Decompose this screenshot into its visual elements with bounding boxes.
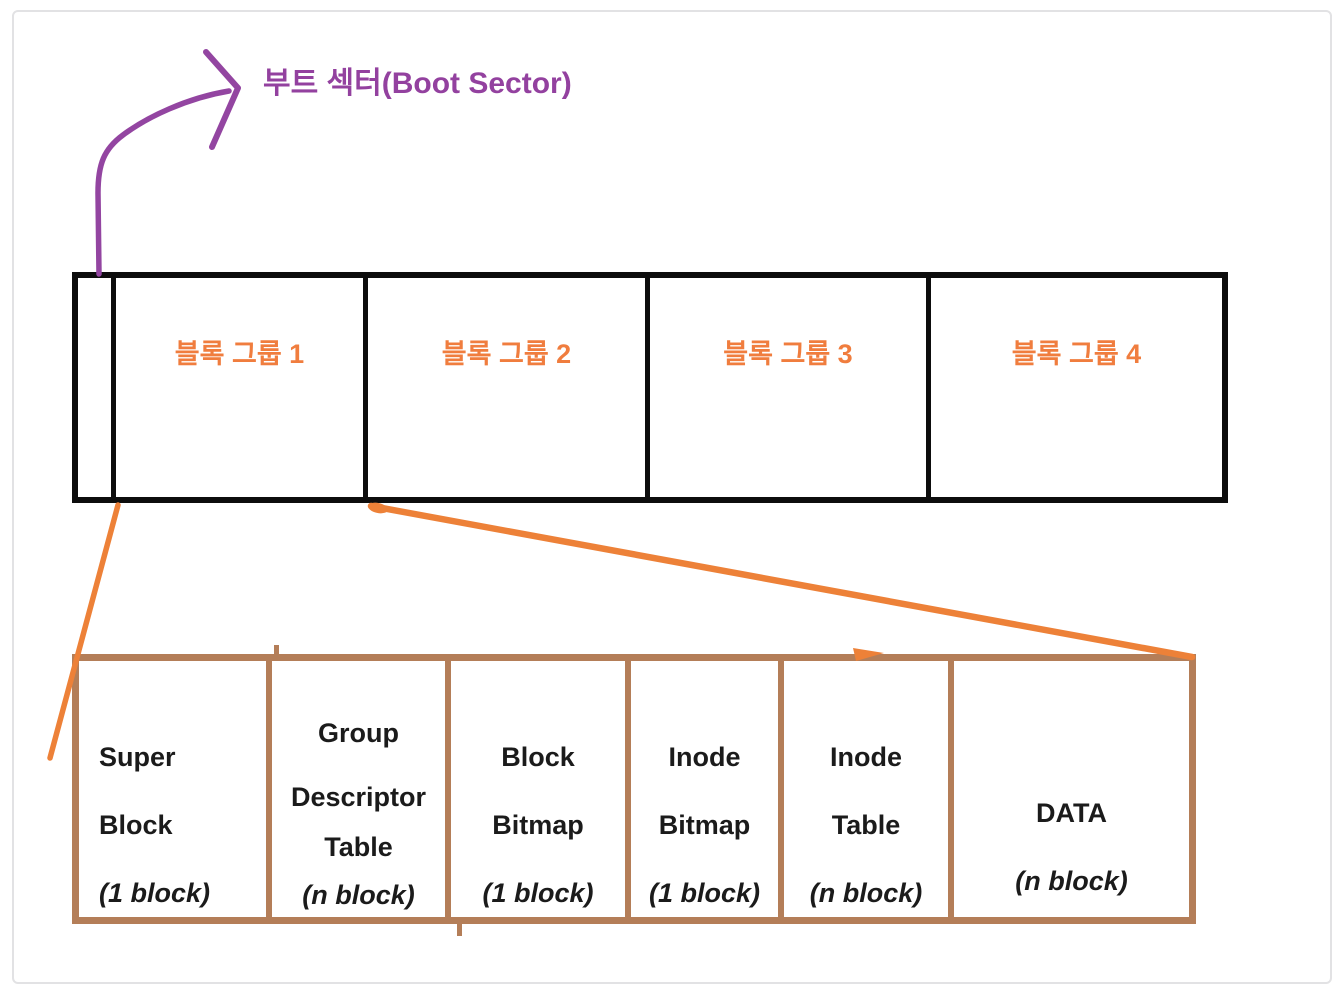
- block-group-4: 블록 그룹 4: [931, 278, 1222, 497]
- detail-cell-inode-table: Inode Table (n block): [784, 661, 954, 917]
- detail-cell-data: DATA (n block): [954, 661, 1189, 917]
- cell-title-line: Table: [324, 832, 393, 862]
- cell-size-label: (1 block): [99, 878, 211, 908]
- cell-title-line: Descriptor: [290, 782, 427, 812]
- cell-title-line: Block: [501, 742, 575, 772]
- cell-size-label: (n block): [809, 878, 923, 908]
- detail-cell-inode-bitmap: Inode Bitmap (1 block): [631, 661, 784, 917]
- cell-size-label: (1 block): [648, 878, 761, 908]
- cell-title-line: Inode: [830, 742, 902, 772]
- block-group-2-label: 블록 그룹 2: [441, 339, 572, 369]
- cell-title-line: Block: [99, 810, 173, 840]
- block-group-detail-table: Super Block (1 block) Group Descriptor T…: [72, 654, 1196, 924]
- block-group-4-label: 블록 그룹 4: [1011, 339, 1142, 369]
- border-overshoot-tick: [274, 645, 279, 657]
- cell-title-line: Super: [99, 742, 176, 772]
- cell-title-line: Group: [318, 718, 399, 748]
- detail-cell-block-bitmap: Block Bitmap (1 block): [451, 661, 631, 917]
- disk-layout: 블록 그룹 1 블록 그룹 2 블록 그룹 3 블록 그룹 4: [72, 272, 1228, 503]
- block-group-2: 블록 그룹 2: [368, 278, 650, 497]
- cell-size-label: (n block): [302, 880, 415, 910]
- cell-size-label: (1 block): [482, 878, 594, 908]
- boot-sector-label: 부트 섹터(Boot Sector): [263, 67, 572, 100]
- cell-size-label: (n block): [1015, 866, 1128, 896]
- block-group-1-label: 블록 그룹 1: [174, 339, 305, 369]
- block-group-3: 블록 그룹 3: [650, 278, 931, 497]
- cell-title-line: Bitmap: [492, 810, 584, 840]
- detail-cell-group-descriptor-table: Group Descriptor Table (n block): [272, 661, 451, 917]
- cell-title-line: DATA: [1036, 798, 1107, 828]
- block-group-1: 블록 그룹 1: [116, 278, 368, 497]
- detail-cell-super-block: Super Block (1 block): [79, 661, 272, 917]
- cell-title-line: Table: [831, 810, 901, 840]
- block-group-3-label: 블록 그룹 3: [723, 339, 853, 369]
- cell-title-line: Inode: [668, 742, 741, 772]
- border-overshoot-tick: [457, 922, 462, 936]
- boot-sector-cell: [78, 278, 116, 497]
- cell-title-line: Bitmap: [658, 810, 751, 840]
